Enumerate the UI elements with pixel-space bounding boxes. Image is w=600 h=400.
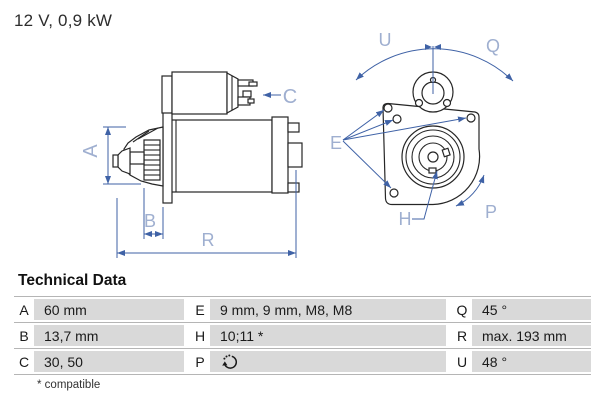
end-view-drawing: U Q E H P [330, 30, 514, 229]
column-gap [184, 351, 190, 372]
param-value-A: 60 mm [34, 299, 184, 320]
param-value-U: 48 ° [472, 351, 591, 372]
table-row: A 60 mm E 9 mm, 9 mm, M8, M8 Q 45 ° [14, 297, 591, 323]
rotation-P-label: P [485, 202, 497, 222]
param-value-B: 13,7 mm [34, 325, 184, 346]
column-gap [446, 299, 452, 320]
angle-Q-label: Q [486, 36, 500, 56]
angle-UQ: U Q [355, 30, 514, 94]
angle-U-label: U [379, 30, 392, 50]
table-row: B 13,7 mm H 10;11 * R max. 193 mm [14, 323, 591, 349]
table-row: C 30, 50 P U 48 ° [14, 349, 591, 375]
param-key-E: E [195, 301, 205, 318]
rotation-direction-icon [222, 354, 238, 369]
param-value-R: max. 193 mm [472, 325, 591, 346]
column-gap [446, 351, 452, 372]
starter-motor-technical-drawing: A B R C [80, 30, 514, 258]
param-key-H: H [194, 327, 206, 344]
param-value-P [210, 351, 446, 372]
dimension-B: B [143, 188, 164, 239]
param-key-A: A [19, 301, 29, 318]
side-view-drawing: A B R C [80, 71, 303, 258]
dimension-A-label: A [80, 144, 102, 158]
dimension-H: H [399, 170, 438, 229]
param-value-E: 9 mm, 9 mm, M8, M8 [210, 299, 446, 320]
dimension-A: A [80, 126, 141, 185]
dimension-H-label: H [399, 209, 412, 229]
param-value-C: 30, 50 [34, 351, 184, 372]
param-key-R: R [456, 327, 468, 344]
param-key-Q: Q [456, 301, 468, 318]
rotation-P: P [455, 174, 497, 222]
dimension-B-label: B [144, 211, 156, 231]
param-key-C: C [18, 353, 30, 370]
dimension-R: R [116, 170, 297, 258]
dimension-C-label: C [283, 86, 297, 108]
dimension-E-label: E [330, 133, 342, 153]
column-gap [184, 325, 190, 346]
dimension-E: E [330, 109, 467, 189]
column-gap [184, 299, 190, 320]
param-key-B: B [19, 327, 29, 344]
param-key-P: P [195, 353, 205, 370]
dimension-C: C [263, 86, 297, 108]
param-key-U: U [456, 353, 468, 370]
param-value-H: 10;11 * [210, 325, 446, 346]
page-title: 12 V, 0,9 kW [14, 11, 113, 30]
compatibility-footnote: * compatible [37, 379, 101, 391]
technical-data-heading: Technical Data [18, 272, 127, 289]
param-value-Q: 45 ° [472, 299, 591, 320]
column-gap [446, 325, 452, 346]
technical-data-table: A 60 mm E 9 mm, 9 mm, M8, M8 Q 45 ° B 13… [14, 296, 591, 375]
dimension-R-label: R [202, 230, 215, 250]
